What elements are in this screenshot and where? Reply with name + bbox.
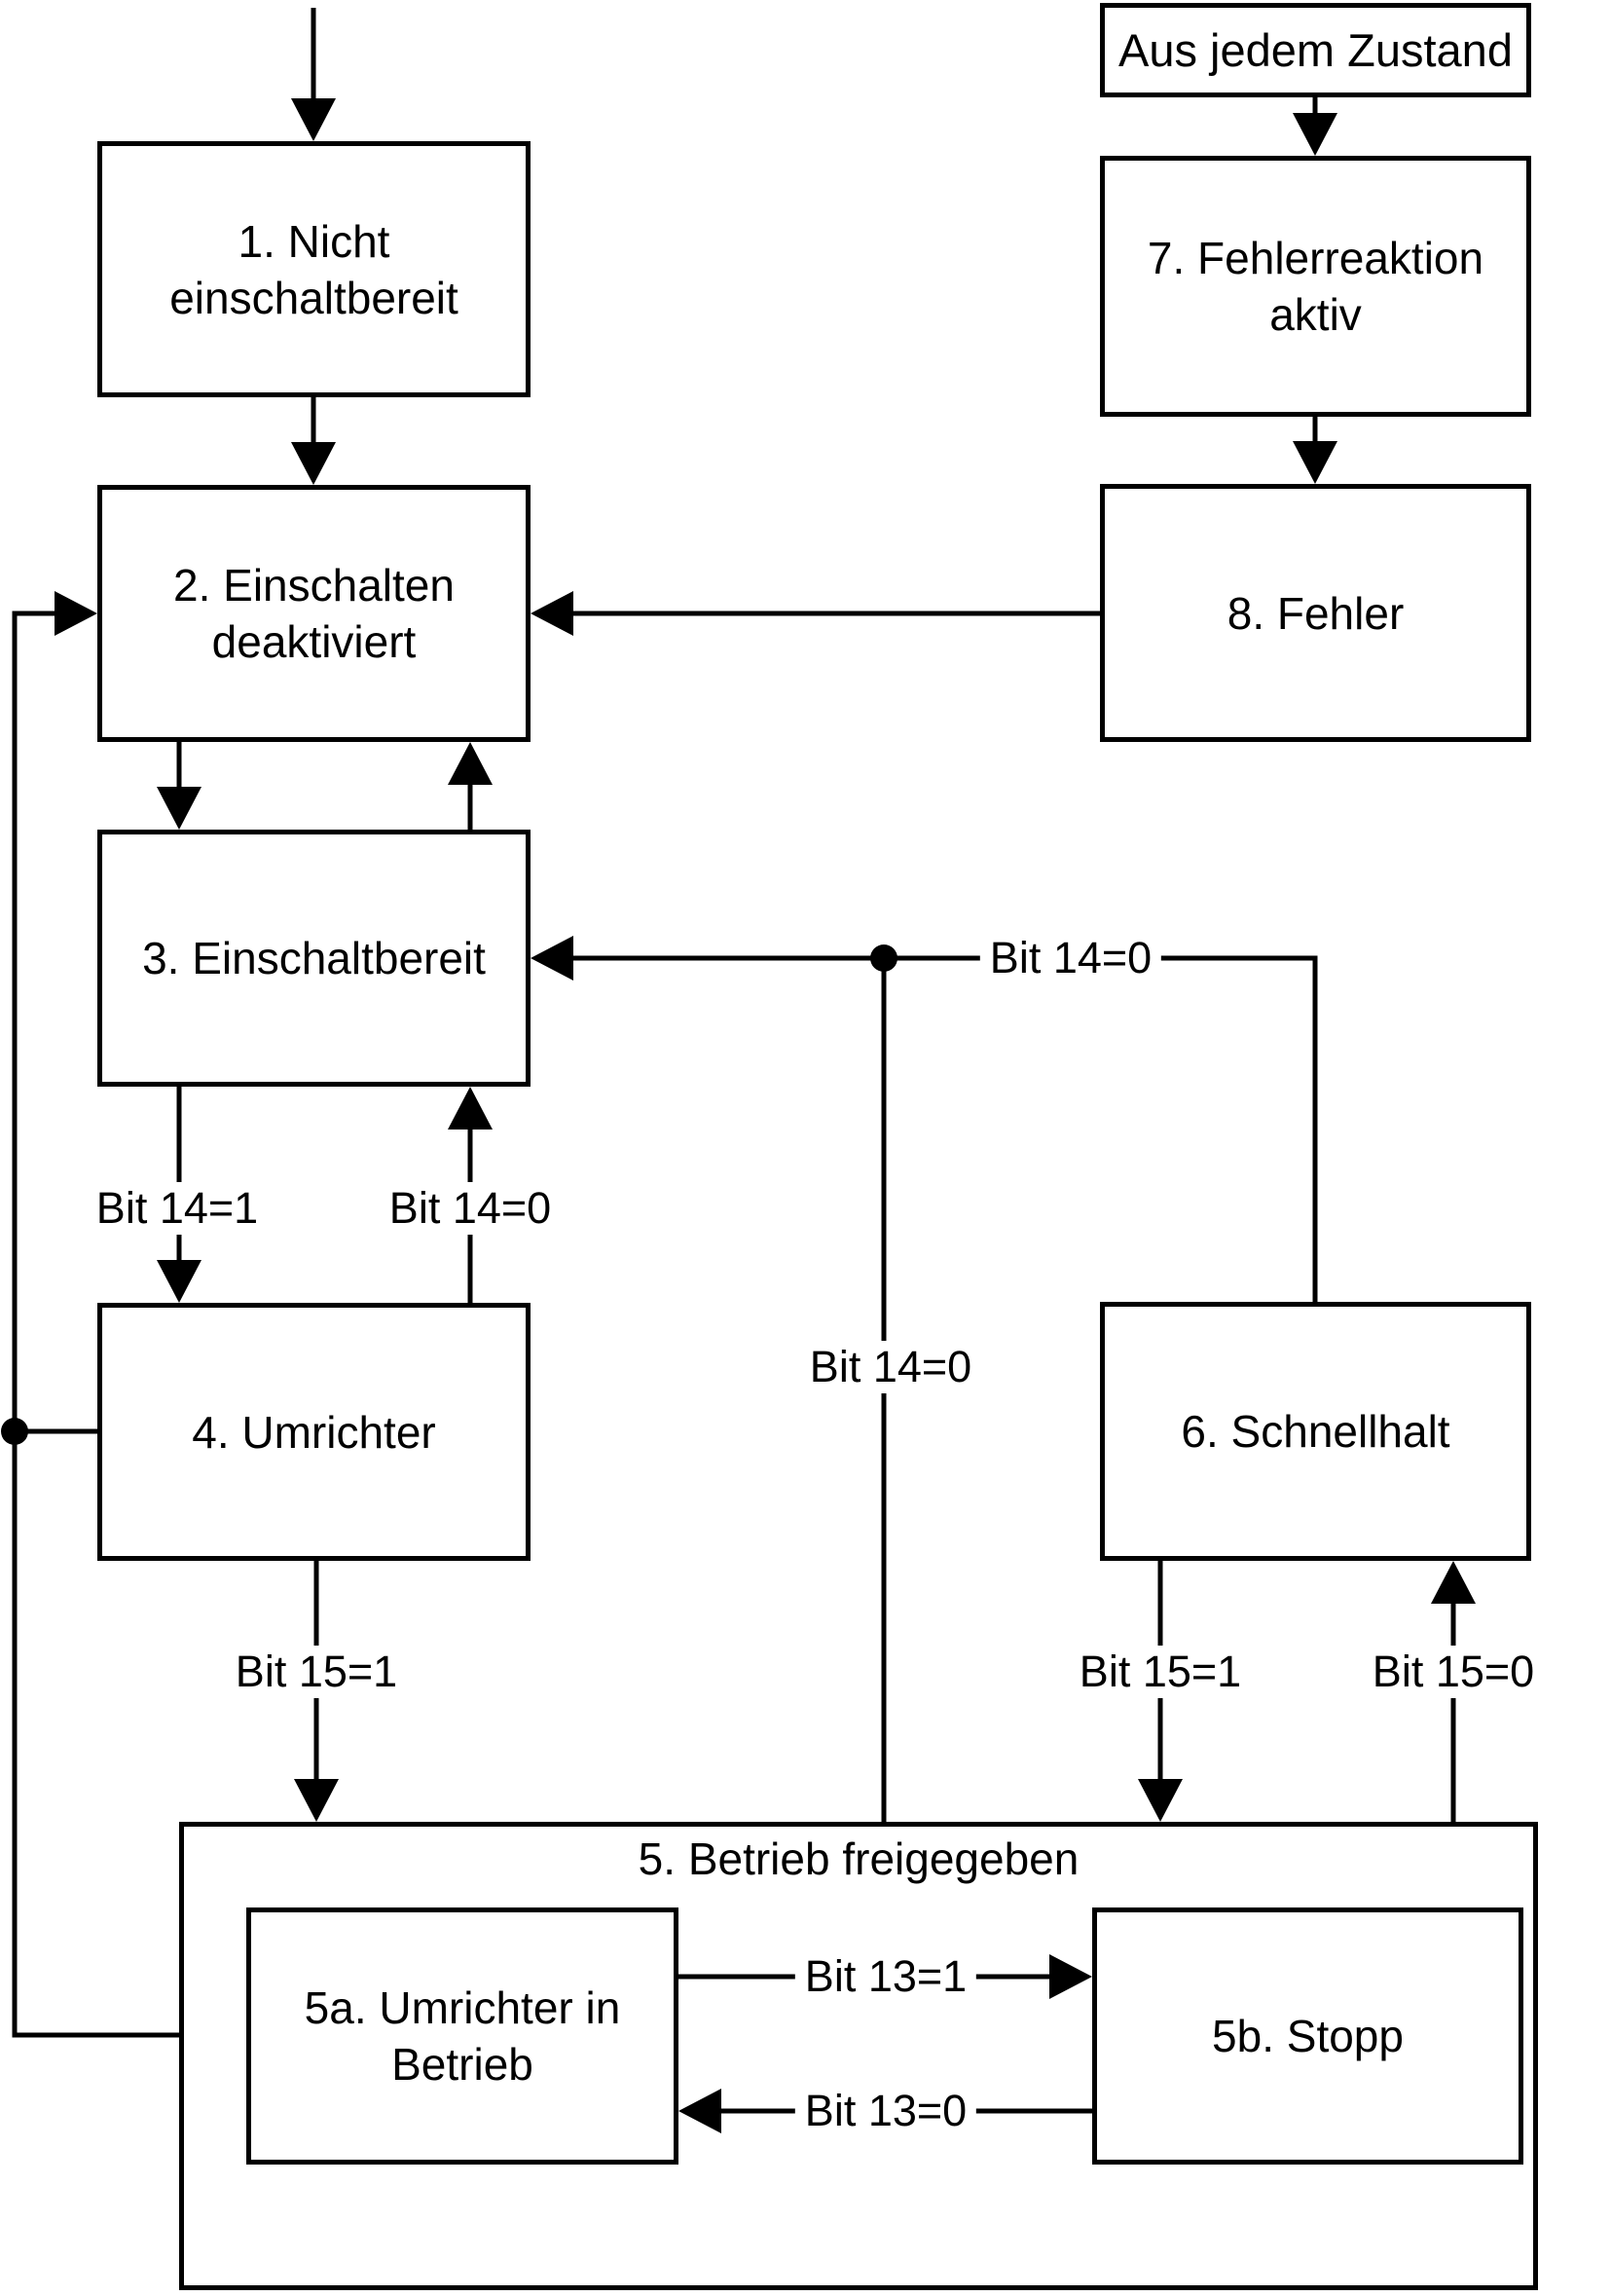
state-5b-stopp: 5b. Stopp: [1092, 1907, 1523, 2165]
arrowhead-up-icon: [448, 742, 493, 785]
connector-state2-to-state3: [157, 742, 201, 830]
state-5b-label: 5b. Stopp: [1212, 2011, 1404, 2061]
state-3-label: 3. Einschaltbereit: [142, 933, 486, 983]
connector-state1-to-state2: [291, 397, 336, 485]
connector-state8-to-state2: [531, 591, 1100, 636]
state-5a-label-line1: 5a. Umrichter in: [304, 1982, 621, 2033]
state-4-umrichter: 4. Umrichter: [97, 1303, 531, 1561]
state-2-label-line2: deaktiviert: [211, 616, 417, 667]
junction-dot: [1, 1418, 28, 1445]
arrowhead-left-icon: [531, 936, 573, 981]
arrowhead-down-icon: [294, 1779, 339, 1822]
arrowhead-down-icon: [157, 1260, 201, 1303]
arrowhead-up-icon: [448, 1087, 493, 1129]
arrowhead-down-icon: [1293, 113, 1337, 156]
arrowhead-down-icon: [1293, 441, 1337, 484]
state-2-label-line1: 2. Einschalten: [173, 560, 455, 611]
transition-label-bit14-0-up: Bit 14=0: [379, 1182, 562, 1235]
state-6-schnellhalt: 6. Schnellhalt: [1100, 1302, 1531, 1561]
transition-label-bit13-1: Bit 13=1: [794, 1950, 977, 2003]
connector-state7-to-state8: [1293, 417, 1337, 484]
transition-label-bit14-0-right: Bit 14=0: [979, 932, 1162, 984]
connector-start-to-state1: [291, 8, 336, 141]
state-7-label-line2: aktiv: [1269, 289, 1362, 340]
state-5a-umrichter-in-betrieb: 5a. Umrichter in Betrieb: [246, 1907, 678, 2165]
state-5-title-label: 5. Betrieb freigegeben: [638, 1833, 1080, 1884]
state-1-nicht-einschaltbereit: 1. Nicht einschaltbereit: [97, 141, 531, 397]
transition-label-bit13-0: Bit 13=0: [794, 2085, 977, 2137]
arrowhead-left-icon: [531, 591, 573, 636]
arrowhead-down-icon: [1138, 1779, 1183, 1822]
arrowhead-down-icon: [157, 787, 201, 830]
arrowhead-right-icon: [55, 591, 97, 636]
transition-label-bit14-1: Bit 14=1: [86, 1182, 269, 1235]
arrowhead-up-icon: [1431, 1561, 1476, 1604]
start-box-aus-jedem-zustand: Aus jedem Zustand: [1100, 3, 1531, 97]
state-5a-label-line2: Betrieb: [391, 2039, 533, 2090]
state-5-title: 5. Betrieb freigegeben: [179, 1831, 1538, 1887]
start-box-label: Aus jedem Zustand: [1118, 23, 1513, 76]
state-1-label-line1: 1. Nicht: [238, 215, 390, 267]
junction-dot: [870, 944, 897, 972]
state-3-einschaltbereit: 3. Einschaltbereit: [97, 830, 531, 1087]
arrowhead-down-icon: [291, 98, 336, 141]
transition-label-bit15-0: Bit 15=0: [1362, 1646, 1545, 1698]
state-8-fehler: 8. Fehler: [1100, 484, 1531, 742]
state-7-fehlerreaktion-aktiv: 7. Fehlerreaktion aktiv: [1100, 156, 1531, 417]
state-1-label-line2: einschaltbereit: [169, 272, 458, 323]
transition-label-bit14-0-middle: Bit 14=0: [799, 1341, 982, 1393]
state-7-label-line1: 7. Fehlerreaktion: [1147, 233, 1484, 283]
state-6-label: 6. Schnellhalt: [1181, 1406, 1450, 1457]
transition-label-bit15-1-left: Bit 15=1: [225, 1646, 408, 1698]
connector-state3-to-state2: [448, 742, 493, 830]
transition-label-bit15-1-right: Bit 15=1: [1069, 1646, 1252, 1698]
state-2-einschalten-deaktiviert: 2. Einschalten deaktiviert: [97, 485, 531, 742]
arrowhead-down-icon: [291, 442, 336, 485]
connector-start-to-state7: [1293, 97, 1337, 156]
state-5-betrieb-freigegeben: [179, 1822, 1538, 2290]
state-8-label: 8. Fehler: [1227, 587, 1405, 639]
state-4-label: 4. Umrichter: [192, 1406, 436, 1458]
